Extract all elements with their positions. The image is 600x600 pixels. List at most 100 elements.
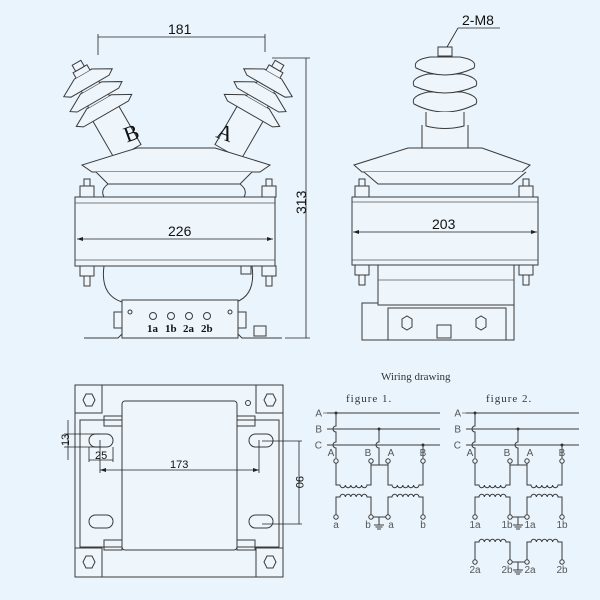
conductor-b (371, 429, 388, 466)
insulator-b (62, 59, 142, 161)
top-cover (80, 147, 272, 173)
dim-313-label: 313 (293, 190, 309, 214)
secondary2-label: 2a (469, 565, 481, 576)
primary-coil-2 (526, 463, 563, 489)
primary-terminal (333, 458, 339, 464)
bus-label: A (315, 409, 322, 420)
ground-bolt-icon (253, 325, 267, 337)
figure1-label: figure 1. (346, 393, 392, 405)
secondary-label: 1b (556, 520, 568, 531)
primary-terminal (507, 458, 513, 464)
conductor-b (510, 429, 527, 466)
dim-203-label: 203 (432, 216, 456, 232)
dim-25-label: 25 (95, 450, 107, 462)
terminal-2a: 2a (183, 323, 195, 335)
secondary2-label: 2a (524, 565, 536, 576)
bus-label: C (454, 441, 461, 452)
secondary2-terminal (472, 559, 478, 565)
plan-view: 13 25 173 90 (60, 384, 305, 578)
secondary-terminal (507, 514, 513, 520)
terminal-1a: 1a (147, 323, 159, 335)
terminal-strip: 1a 1b 2a 2b (147, 312, 213, 335)
secondary2-terminal (559, 559, 565, 565)
bolt-spec-label: 2-M8 (462, 12, 494, 28)
dimension-173: 173 (99, 440, 260, 473)
primary-terminal (559, 458, 565, 464)
primary-terminal (524, 458, 530, 464)
corner-bolts (82, 393, 277, 569)
ground-icon (513, 562, 523, 575)
dimension-25: 25 (88, 447, 114, 462)
primary-label: A (328, 448, 335, 459)
secondary-coil-1 (335, 493, 372, 515)
secondary-label: b (420, 520, 426, 531)
core-block (74, 196, 276, 267)
primary-terminal (368, 458, 374, 464)
primary-label: B (365, 448, 372, 459)
insulator-a (214, 59, 294, 161)
terminal-2b: 2b (201, 323, 213, 335)
secondary-label: 1a (469, 520, 481, 531)
bus-label: A (454, 409, 461, 420)
secondary2-terminal (507, 559, 513, 565)
conductor-a (332, 413, 337, 458)
terminal-1b: 1b (165, 323, 177, 335)
side-view: 2-M8 203 (351, 12, 539, 341)
dim-13-label: 13 (60, 434, 72, 446)
bolt-icon (79, 185, 95, 198)
bolt-icon (261, 185, 277, 198)
junction-dot (516, 427, 520, 431)
mounting-slots (88, 433, 274, 529)
hex-nut-icon (401, 315, 413, 331)
primary-label: B (420, 448, 427, 459)
primary-coil-1 (474, 463, 511, 489)
secondary-coil-1 (474, 493, 511, 515)
secondary2-label: 2b (501, 565, 513, 576)
secondary2-label: 2b (556, 565, 568, 576)
primary-terminal (420, 458, 426, 464)
bus-label: B (454, 425, 461, 436)
secondary-terminal (420, 514, 426, 520)
wiring-title: Wiring drawing (381, 371, 451, 383)
secondary-terminal (333, 514, 339, 520)
secondary-label: b (365, 520, 371, 531)
ground-icon (374, 517, 384, 530)
secondary-terminal (559, 514, 565, 520)
dimension-90: 90 (262, 440, 305, 525)
junction-dot (473, 411, 477, 415)
primary-label: A (388, 448, 395, 459)
insulator (412, 46, 478, 152)
secondary-coil-2 (387, 493, 424, 515)
junction-dot (334, 411, 338, 415)
secondary-terminal (472, 514, 478, 520)
dimension-313: 313 (272, 57, 310, 339)
junction-dot (560, 443, 564, 447)
secondary-label: a (333, 520, 339, 531)
primary-coil-1 (335, 463, 372, 489)
dim-173-label: 173 (170, 459, 188, 471)
dimension-181: 181 (97, 21, 266, 55)
secondary-label: 1b (501, 520, 513, 531)
dim-90-label: 90 (293, 476, 305, 488)
conductor-a (471, 413, 476, 458)
core-block (351, 196, 539, 266)
dim-181-label: 181 (168, 21, 192, 37)
front-view: B A 1a 1b 2a 2b (62, 21, 310, 339)
junction-dot (421, 443, 425, 447)
secondary-label: 1a (524, 520, 536, 531)
primary-terminal (385, 458, 391, 464)
secondary-coil-2 (526, 493, 563, 515)
dimension-13: 13 (60, 420, 100, 460)
figure2-label: figure 2. (486, 393, 532, 405)
primary-label: B (504, 448, 511, 459)
dim-226-label: 226 (168, 223, 192, 239)
secondary2-terminal (524, 559, 530, 565)
terminal-box (121, 299, 239, 339)
secondary2-coil-1 (474, 538, 511, 560)
dimension-226: 226 (77, 223, 273, 241)
